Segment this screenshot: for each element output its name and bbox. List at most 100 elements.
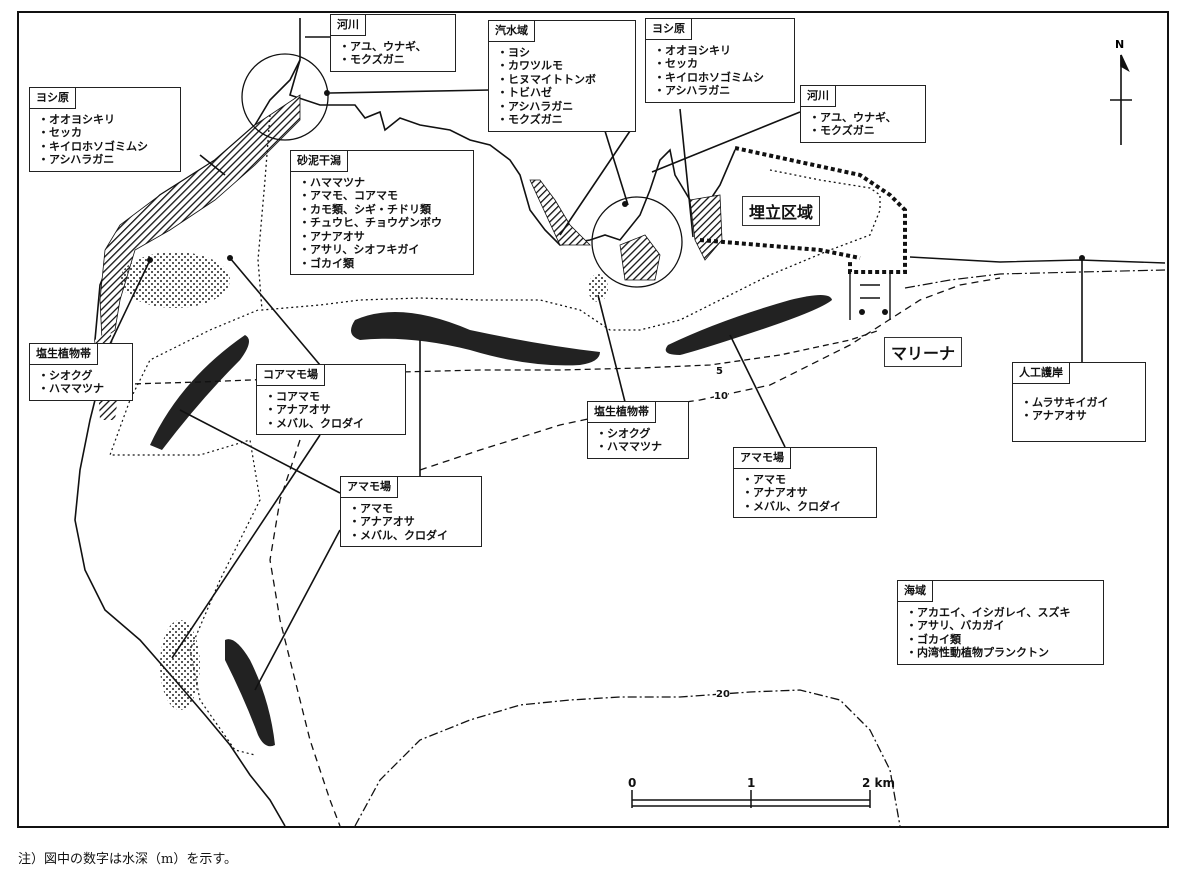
boundary-line (909, 256, 1166, 264)
list-item: アユ、ウナギ、 (339, 40, 449, 54)
salt-marsh-south (160, 620, 200, 710)
eelgrass-bed-south (225, 639, 275, 747)
eelgrass-bed-right (665, 295, 832, 355)
list-item: アマモ (349, 502, 475, 516)
list-item: チュウヒ、チョウゲンボウ (299, 216, 467, 230)
label-title: アマモ場 (341, 477, 398, 498)
marina-label: マリーナ (884, 337, 963, 367)
list-item: アナアオサ (349, 515, 475, 529)
label-title: ヨシ原 (30, 88, 76, 109)
shore-dotted (109, 309, 261, 756)
list-item: アシハラガニ (654, 84, 788, 98)
list-item: ゴカイ類 (906, 633, 1097, 647)
label-title: 砂泥干潟 (291, 151, 348, 172)
label-salt-center: 塩生植物帯 シオクグハママツナ (587, 401, 689, 459)
label-title: 塩生植物帯 (588, 402, 656, 423)
scale-label-2: 2 km (862, 776, 896, 790)
eelgrass-bed-center (351, 312, 600, 366)
north-label: N (1115, 38, 1124, 51)
list-item: ヨシ (497, 46, 629, 60)
contour-20m (354, 689, 901, 827)
scale-label-0: 0 (628, 776, 637, 790)
list-item: ハママツナ (596, 440, 682, 454)
list-item: シオクグ (38, 369, 126, 383)
list-item: メバル、クロダイ (742, 500, 870, 514)
list-item: セッカ (38, 126, 174, 140)
pier (849, 272, 891, 320)
scale-bar (631, 790, 871, 808)
label-koamamo: コアマモ場 コアマモ アナアオサ メバル、クロダイ (256, 364, 406, 435)
list-item: ゴカイ類 (299, 257, 467, 271)
label-title: ヨシ原 (646, 19, 692, 40)
reclaimed-area-label: 埋立区域 (742, 196, 821, 226)
list-item: アサリ、シオフキガイ (299, 243, 467, 257)
depth-label-20: 20 (716, 689, 730, 700)
tidal-flat-boundary (257, 114, 881, 331)
label-reed-left: ヨシ原 オオヨシキリ セッカ キイロホソゴミムシ アシハラガニ (29, 87, 181, 172)
estuary-circle (591, 196, 683, 288)
reed-bed-right (689, 194, 723, 261)
list-item: セッカ (654, 57, 788, 71)
list-item: アユ、ウナギ、 (809, 111, 919, 125)
list-item: メバル、クロダイ (265, 417, 399, 431)
label-title: 河川 (331, 15, 366, 36)
list-item: ヒヌマイトトンボ (497, 73, 629, 87)
north-arrow-icon (1110, 54, 1132, 145)
label-salt-left: 塩生植物帯 シオクグハママツナ (29, 343, 133, 401)
label-title: 塩生植物帯 (30, 344, 98, 365)
label-amamo-center: アマモ場 アマモ アナアオサ メバル、クロダイ (340, 476, 482, 547)
list-item: アマモ、コアマモ (299, 189, 467, 203)
list-item: 内湾性動植物プランクトン (906, 646, 1097, 660)
map-frame (17, 11, 1169, 828)
label-brackish: 汽水域 ヨシ カワツルモ ヒヌマイトトンボ トビハゼ アシハラガニ モクズガニ (488, 20, 636, 132)
label-title: 河川 (801, 86, 836, 107)
label-title: 汽水域 (489, 21, 535, 42)
list-item: ハママツナ (299, 176, 467, 190)
list-item: キイロホソゴミムシ (38, 140, 174, 154)
river-bank (289, 59, 736, 246)
depth-label-10: 10 (714, 391, 728, 402)
reed-bed-left (99, 94, 301, 341)
label-reed-top: ヨシ原 オオヨシキリ セッカ キイロホソゴミムシ アシハラガニ (645, 18, 795, 103)
depth-label-5: 5 (716, 366, 723, 377)
river-mouth-circle (241, 53, 329, 141)
list-item: カワツルモ (497, 59, 629, 73)
list-item: ハママツナ (38, 382, 126, 396)
label-sea: 海域 アカエイ、イシガレイ、スズキ アサリ、バカガイ ゴカイ類 内湾性動植物プラ… (897, 580, 1104, 665)
list-item: アナアオサ (265, 403, 399, 417)
list-item: モクズガニ (497, 113, 629, 127)
list-item: オオヨシキリ (654, 44, 788, 58)
list-item: コアマモ (265, 390, 399, 404)
reclaimed-edge (699, 238, 861, 260)
reed-bed-river (529, 179, 591, 246)
label-river-top: 河川 アユ、ウナギ、モクズガニ (330, 14, 456, 72)
label-title: アマモ場 (734, 448, 791, 469)
list-item: ムラサキイガイ (1021, 396, 1139, 410)
list-item: キイロホソゴミムシ (654, 71, 788, 85)
label-title: コアマモ場 (257, 365, 325, 386)
list-item: オオヨシキリ (38, 113, 174, 127)
salt-marsh-center (588, 274, 608, 302)
channel-line (904, 269, 1166, 289)
label-river-right: 河川 アユ、ウナギ、モクズガニ (800, 85, 926, 143)
list-item: モクズガニ (809, 124, 919, 138)
contour-10m (269, 439, 341, 827)
label-title: 海域 (898, 581, 933, 602)
list-item: シオクグ (596, 427, 682, 441)
list-item: アナアオサ (742, 486, 870, 500)
reed-bed-center (619, 234, 661, 281)
list-item: アカエイ、イシガレイ、スズキ (906, 606, 1097, 620)
list-item: アマモ (742, 473, 870, 487)
label-title: 人工護岸 (1013, 363, 1070, 384)
label-seawall: 人工護岸 ムラサキイガイ アナアオサ (1012, 362, 1146, 442)
list-item: カモ類、シギ・チドリ類 (299, 203, 467, 217)
list-item: アサリ、バカガイ (906, 619, 1097, 633)
list-item: アナアオサ (299, 230, 467, 244)
eelgrass-bed-left (150, 335, 249, 450)
list-item: モクズガニ (339, 53, 449, 67)
label-amamo-right: アマモ場 アマモ アナアオサ メバル、クロダイ (733, 447, 877, 518)
list-item: アシハラガニ (497, 100, 629, 114)
footnote: 注）図中の数字は水深（m）を示す。 (18, 852, 238, 867)
contour-10m-upper (419, 277, 1001, 471)
salt-marsh-left (120, 252, 230, 308)
